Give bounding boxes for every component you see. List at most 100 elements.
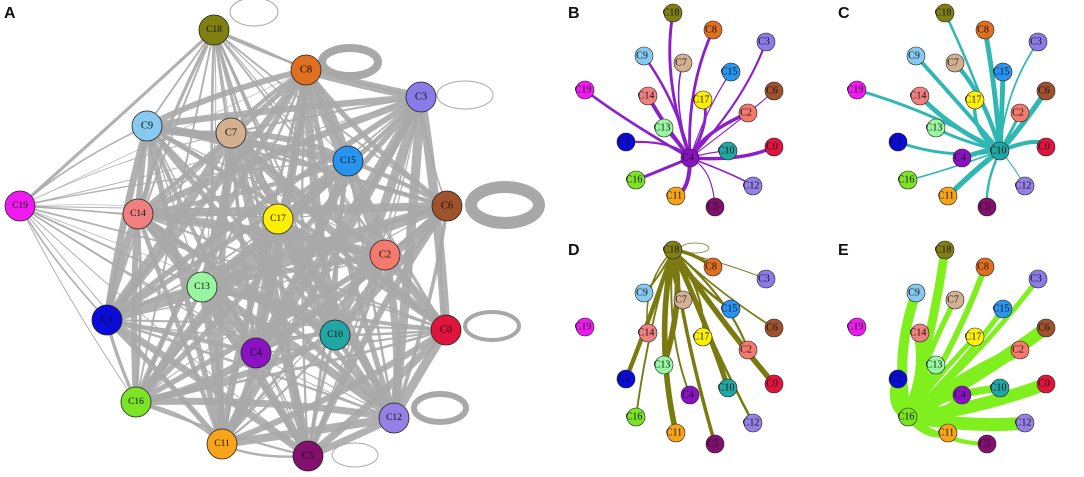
edge [671,248,755,425]
node-label: C19 [847,322,864,333]
node-label: C16 [128,397,144,407]
node-label: C2 [1012,108,1024,119]
node-c9: C9 [131,110,163,142]
node-c16: C16 [626,170,646,190]
edge [217,413,399,449]
edge [104,158,351,323]
edge [583,88,692,160]
edge [197,282,227,449]
edge [330,92,426,340]
edge [230,96,422,134]
edge [135,211,397,421]
node-c5: C5 [705,197,725,217]
node-c0: C0 [764,137,784,157]
self-loop [318,44,382,80]
node-c1: C1 [888,369,908,389]
node-label: C19 [575,85,592,96]
node-label: C0 [766,142,778,153]
node-label: C10 [327,330,343,340]
node-c7: C7 [673,53,693,73]
node-label: C14 [638,91,655,102]
edge [19,125,148,207]
node-c3: C3 [756,32,776,52]
node-c11: C11 [666,423,686,443]
node-label: C6 [1038,323,1050,334]
node-label: C18 [935,8,952,19]
node-label: C17 [965,332,982,343]
node-label: C6 [766,323,778,334]
node-c19: C19 [4,190,36,222]
node-c5: C5 [292,440,324,472]
edge [688,28,715,160]
node-c10: C10 [319,319,351,351]
node-label: C18 [935,245,952,256]
node-c6: C6 [1036,318,1056,338]
node-c9: C9 [634,283,654,303]
node-label: C13 [654,360,671,371]
edge [670,247,777,387]
node-label: C14 [910,328,927,339]
node-label: C12 [743,418,760,429]
node-c11: C11 [938,186,958,206]
node-label: C9 [636,51,648,62]
node-c4: C4 [952,385,972,405]
panel-letter-c: C [838,5,850,22]
node-label: C5 [302,451,314,462]
node-c17: C17 [262,203,294,235]
edge [104,94,424,323]
node-c14: C14 [638,86,658,106]
node-label: C19 [847,85,864,96]
node-label: C17 [270,214,286,224]
node-label: C1 [890,137,902,148]
node-label: C12 [386,413,402,423]
node-c18: C18 [198,14,230,46]
node-label: C7 [225,128,237,139]
node-c19: C19 [575,80,595,100]
node-label: C5 [979,439,991,450]
edge [132,397,398,422]
node-c13: C13 [654,355,674,375]
node-c0: C0 [764,374,784,394]
self-loop [229,0,279,27]
node-label: C19 [575,322,592,333]
node-c16: C16 [626,407,646,427]
edge [671,248,717,446]
node-c2: C2 [1010,340,1030,360]
node-label: C10 [990,383,1007,394]
node-label: C5 [979,202,991,213]
node-label: C0 [440,325,452,336]
node-label: C16 [898,412,915,423]
node-c10: C10 [718,141,738,161]
node-label: C4 [682,390,694,401]
edge [19,160,349,207]
panel-letter-d: D [568,242,580,259]
edge [999,41,1039,152]
node-c11: C11 [206,428,238,460]
node-label: C1 [890,374,902,385]
edge [200,285,448,332]
edge [102,201,452,325]
node-c3: C3 [1028,269,1048,289]
edge [218,326,450,448]
node-c17: C17 [693,327,713,347]
node-label: C0 [1038,379,1050,390]
edge [105,318,396,420]
node-c7: C7 [945,290,965,310]
node-c15: C15 [332,145,364,177]
edge [255,352,395,419]
node-label: C17 [693,332,710,343]
node-c19: C19 [847,80,867,100]
edge [19,132,232,207]
node-label: C16 [626,175,643,186]
node-c0: C0 [1036,137,1056,157]
node-label: C14 [130,209,146,219]
node-c19: C19 [847,317,867,337]
node-c0: C0 [1036,374,1056,394]
node-label: C15 [340,156,356,166]
node-c1: C1 [888,132,908,152]
node-c11: C11 [938,423,958,443]
